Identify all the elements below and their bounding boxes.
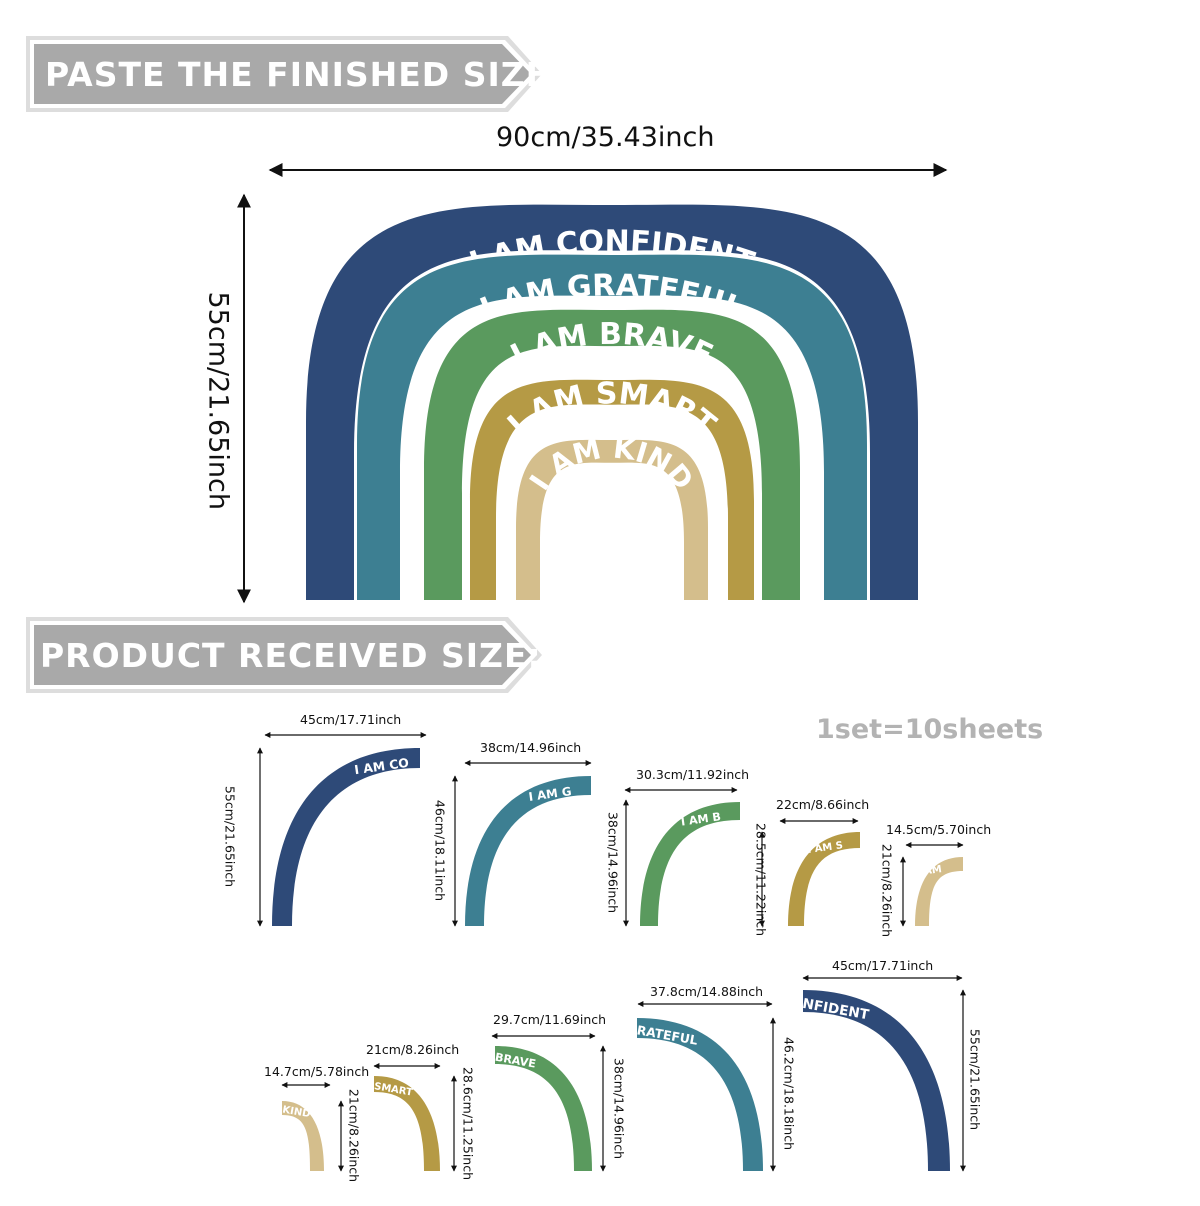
piece-top-height-label-0: 55cm/21.65inch <box>222 785 238 888</box>
piece-bottom-width-label-2: 29.7cm/11.69inch <box>493 1012 607 1027</box>
piece-shape <box>788 832 860 926</box>
piece-text: I AM <box>916 864 942 878</box>
piece-shape <box>465 776 591 926</box>
piece-shape <box>637 1018 763 1171</box>
piece-bottom-width-label-3: 37.8cm/14.88inch <box>650 984 764 999</box>
piece-top-width-label-1: 38cm/14.96inch <box>480 740 582 755</box>
piece-bottom-4: NFIDENT <box>801 990 950 1171</box>
piece-top-height-label-4: 21cm/8.26inch <box>879 843 895 938</box>
piece-shape <box>374 1076 440 1171</box>
piece-bottom-height-label-2: 38cm/14.96inch <box>611 1057 627 1160</box>
piece-bottom-height-label-3: 46.2cm/18.18inch <box>781 1036 797 1151</box>
piece-top-width-label-0: 45cm/17.71inch <box>300 712 402 727</box>
piece-bottom-width-label-0: 14.7cm/5.78inch <box>264 1064 370 1079</box>
piece-top-2: I AM B <box>640 802 740 926</box>
piece-text: I AM G <box>528 784 573 804</box>
finished-dimension-arrows <box>237 163 948 604</box>
piece-shape <box>272 748 420 926</box>
rainbow-band-1 <box>357 254 867 601</box>
piece-top-1: I AM G <box>465 776 591 926</box>
piece-text: SMART <box>373 1081 413 1099</box>
piece-top-width-label-4: 14.5cm/5.70inch <box>886 822 992 837</box>
piece-shape <box>495 1046 592 1171</box>
piece-bottom-3: RATEFUL <box>636 1018 763 1171</box>
piece-top-height-label-3: 28.5cm/11.22inch <box>753 822 769 937</box>
piece-top-0: I AM CO <box>272 748 420 926</box>
set-count-label: 1set=10sheets <box>816 714 1044 745</box>
rainbow-band-4 <box>516 439 708 600</box>
piece-top-width-label-2: 30.3cm/11.92inch <box>636 767 750 782</box>
piece-text: I AM S <box>807 840 844 856</box>
rainbow-band-0 <box>306 204 918 601</box>
piece-shape <box>915 857 963 926</box>
rainbow-band-2 <box>424 309 800 600</box>
piece-shape <box>803 990 950 1171</box>
piece-top-height-label-1: 46cm/18.11inch <box>432 799 448 902</box>
piece-shape <box>282 1101 324 1171</box>
finished-width-label: 90cm/35.43inch <box>496 122 715 153</box>
piece-bottom-2: BRAVE <box>494 1046 592 1171</box>
piece-top-height-label-2: 38cm/14.96inch <box>605 811 621 914</box>
piece-bottom-width-label-4: 45cm/17.71inch <box>832 958 934 973</box>
rainbow-band-3 <box>470 379 754 600</box>
finished-size-heading: PASTE THE FINISHED SIZE: <box>45 55 564 94</box>
piece-top-4: I AM <box>915 857 963 926</box>
finished-height-label: 55cm/21.65inch <box>202 291 234 510</box>
piece-bottom-height-label-4: 55cm/21.65inch <box>967 1028 983 1131</box>
piece-text: I AM B <box>680 810 722 828</box>
piece-top-3: I AM S <box>788 832 860 926</box>
piece-bottom-height-label-1: 28.6cm/11.25inch <box>460 1066 476 1181</box>
piece-bottom-1: SMART <box>373 1076 440 1171</box>
received-size-heading: PRODUCT RECEIVED SIZE: <box>40 636 542 675</box>
piece-shape <box>640 802 740 926</box>
piece-bottom-height-label-0: 21cm/8.26inch <box>346 1088 362 1183</box>
piece-bottom-width-label-1: 21cm/8.26inch <box>366 1042 460 1057</box>
piece-text: KIND <box>282 1104 312 1120</box>
piece-top-width-label-3: 22cm/8.66inch <box>776 797 870 812</box>
piece-bottom-0: KIND <box>282 1101 324 1171</box>
